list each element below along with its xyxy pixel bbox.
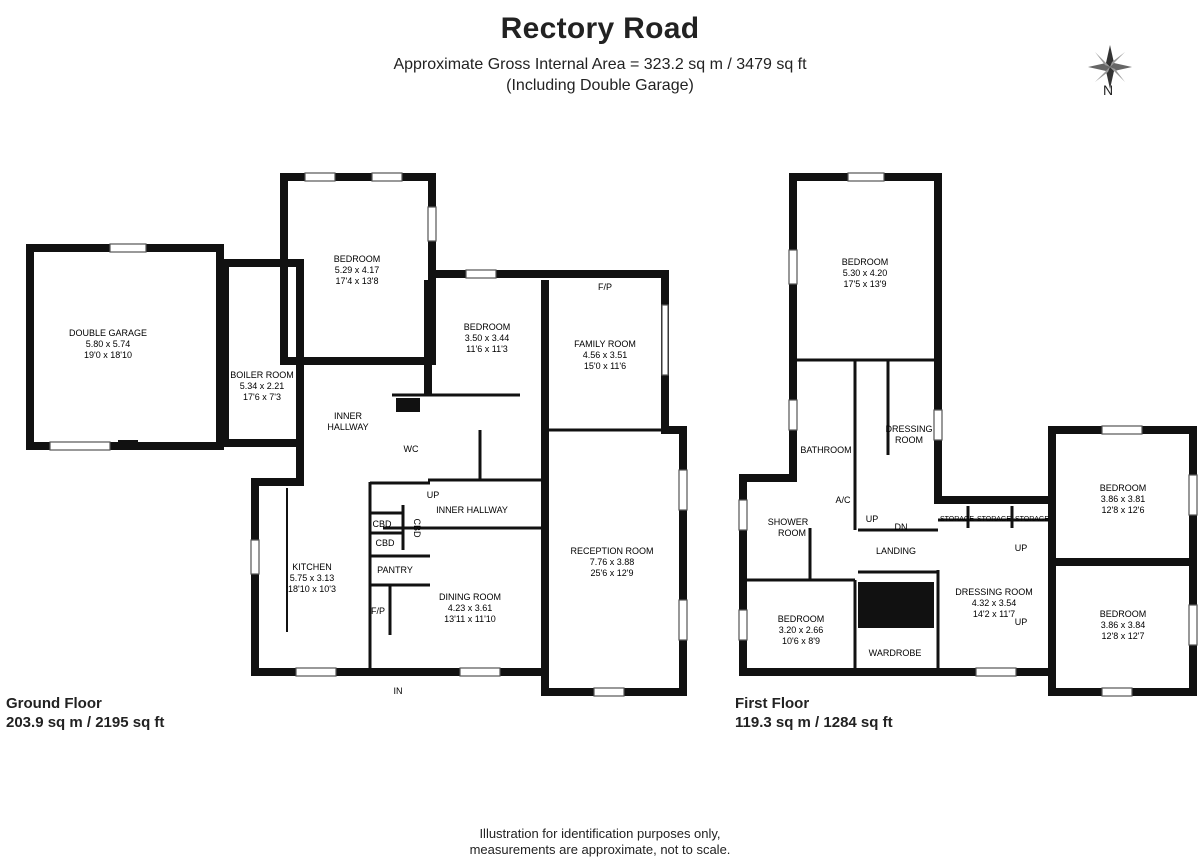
family-name: FAMILY ROOM bbox=[574, 339, 636, 349]
compass-rose-icon bbox=[1088, 45, 1132, 89]
ff-bedroom3-imperial: 12'8 x 12'7 bbox=[1102, 631, 1145, 641]
family-imperial: 15'0 x 11'6 bbox=[584, 361, 626, 371]
ground-floor-walls bbox=[26, 173, 687, 696]
ff-bedroom1-imperial: 17'5 x 13'9 bbox=[844, 279, 887, 289]
first-floor-windows bbox=[738, 172, 1198, 697]
compass-north-label: N bbox=[1103, 82, 1114, 98]
gf-bedroom2-name: BEDROOM bbox=[464, 322, 511, 332]
dressing-line2: ROOM bbox=[895, 435, 923, 445]
boiler-metric: 5.34 x 2.21 bbox=[240, 381, 285, 391]
first-floor-name: First Floor bbox=[735, 695, 810, 712]
ff-bedroom3-metric: 3.86 x 3.84 bbox=[1101, 620, 1146, 630]
ground-floor-summary: Ground Floor 203.9 sq m / 2195 sq ft bbox=[6, 694, 164, 732]
gf-bedroom2-metric: 3.50 x 3.44 bbox=[465, 333, 510, 343]
first-floor-walls bbox=[739, 173, 1197, 696]
plan-title: Rectory Road bbox=[500, 12, 700, 45]
ground-floor-partitions bbox=[286, 393, 665, 672]
wc-label: WC bbox=[404, 444, 419, 454]
reception-imperial: 25'6 x 12'9 bbox=[591, 568, 634, 578]
ground-floor-name: Ground Floor bbox=[6, 695, 102, 712]
cbd-label-2: CBD bbox=[375, 538, 395, 548]
cbd-label-1: CBD bbox=[372, 519, 392, 529]
ground-floor-area: 203.9 sq m / 2195 sq ft bbox=[6, 714, 165, 731]
gf-bedroom1-name: BEDROOM bbox=[334, 254, 381, 264]
ff-bedroom4-name: BEDROOM bbox=[778, 614, 825, 624]
dining-imperial: 13'11 x 11'10 bbox=[444, 614, 496, 624]
bathroom-label: BATHROOM bbox=[800, 445, 851, 455]
garage-name: DOUBLE GARAGE bbox=[69, 328, 147, 338]
ff-bedroom2-name: BEDROOM bbox=[1100, 483, 1147, 493]
dining-metric: 4.23 x 3.61 bbox=[448, 603, 493, 613]
disclaimer-line2: measurements are approximate, not to sca… bbox=[469, 842, 731, 857]
ac-label: A/C bbox=[835, 495, 851, 505]
in-label: IN bbox=[394, 686, 403, 696]
wardrobe-label: WARDROBE bbox=[869, 648, 922, 658]
storage-label-2: STORAGE bbox=[977, 516, 1011, 523]
family-fp: F/P bbox=[598, 282, 612, 292]
first-floor-area: 119.3 sq m / 1284 sq ft bbox=[735, 714, 893, 731]
storage-label-1: STORAGE bbox=[940, 516, 974, 523]
boiler-imperial: 17'6 x 7'3 bbox=[243, 392, 281, 402]
ff-bedroom3-name: BEDROOM bbox=[1100, 609, 1147, 619]
boiler-name: BOILER ROOM bbox=[230, 370, 294, 380]
inner-hallway-line1: INNER bbox=[334, 411, 363, 421]
ground-floor-windows bbox=[49, 172, 688, 697]
shower-line1: SHOWER bbox=[768, 517, 809, 527]
ff-bedroom1-name: BEDROOM bbox=[842, 257, 889, 267]
dining-name: DINING ROOM bbox=[439, 592, 501, 602]
gf-bedroom2-imperial: 11'6 x 11'3 bbox=[466, 344, 508, 354]
ff-bedroom2-metric: 3.86 x 3.81 bbox=[1101, 494, 1146, 504]
kitchen-name: KITCHEN bbox=[292, 562, 332, 572]
area-note: (Including Double Garage) bbox=[506, 77, 694, 94]
first-floor-stairwell-void bbox=[858, 582, 934, 628]
reception-name: RECEPTION ROOM bbox=[570, 546, 653, 556]
family-metric: 4.56 x 3.51 bbox=[583, 350, 628, 360]
gf-bedroom1-metric: 5.29 x 4.17 bbox=[335, 265, 380, 275]
ff-bedroom4-metric: 3.20 x 2.66 bbox=[779, 625, 824, 635]
kitchen-imperial: 18'10 x 10'3 bbox=[288, 584, 336, 594]
garage-imperial: 19'0 x 18'10 bbox=[84, 350, 132, 360]
gross-area-line: Approximate Gross Internal Area = 323.2 … bbox=[393, 56, 807, 73]
garage-metric: 5.80 x 5.74 bbox=[86, 339, 131, 349]
ff-bedroom1-metric: 5.30 x 4.20 bbox=[843, 268, 888, 278]
disclaimer: Illustration for identification purposes… bbox=[0, 826, 1200, 858]
first-floor-labels: BEDROOM 5.30 x 4.20 17'5 x 13'9 BEDROOM … bbox=[768, 257, 1147, 658]
ff-dressing2-name: DRESSING ROOM bbox=[955, 587, 1033, 597]
first-floor-partitions bbox=[743, 358, 1052, 672]
ff-bedroom4-imperial: 10'6 x 8'9 bbox=[782, 636, 820, 646]
ff-dressing2-imperial: 14'2 x 11'7 bbox=[973, 609, 1015, 619]
ff-up-label-3: UP bbox=[1015, 617, 1028, 627]
ff-bedroom2-imperial: 12'8 x 12'6 bbox=[1102, 505, 1145, 515]
ff-dressing2-metric: 4.32 x 3.54 bbox=[972, 598, 1017, 608]
storage-label-3: STORAGE bbox=[1015, 516, 1049, 523]
dressing-line1: DRESSING bbox=[885, 424, 932, 434]
ff-dn-label: DN bbox=[895, 522, 908, 532]
ff-up-label-2: UP bbox=[1015, 543, 1028, 553]
ground-floor-labels: DOUBLE GARAGE 5.80 x 5.74 19'0 x 18'10 B… bbox=[69, 254, 654, 696]
landing-label: LANDING bbox=[876, 546, 916, 556]
shower-line2: ROOM bbox=[778, 528, 806, 538]
area-summary: Approximate Gross Internal Area = 323.2 … bbox=[0, 54, 1200, 96]
gf-bedroom1-imperial: 17'4 x 13'8 bbox=[336, 276, 379, 286]
ground-floor-dark-blocks bbox=[118, 398, 420, 450]
kitchen-fp: F/P bbox=[371, 606, 385, 616]
cbd-label-3: CBD bbox=[412, 518, 422, 538]
gf-up-label: UP bbox=[427, 490, 440, 500]
first-floor-summary: First Floor 119.3 sq m / 1284 sq ft bbox=[735, 694, 893, 732]
inner-hallway-line2: HALLWAY bbox=[327, 422, 368, 432]
inner-hallway-b-label: INNER HALLWAY bbox=[436, 505, 508, 515]
disclaimer-line1: Illustration for identification purposes… bbox=[479, 826, 721, 841]
ff-up-label: UP bbox=[866, 514, 879, 524]
pantry-label: PANTRY bbox=[377, 565, 413, 575]
kitchen-metric: 5.75 x 3.13 bbox=[290, 573, 335, 583]
reception-metric: 7.76 x 3.88 bbox=[590, 557, 635, 567]
